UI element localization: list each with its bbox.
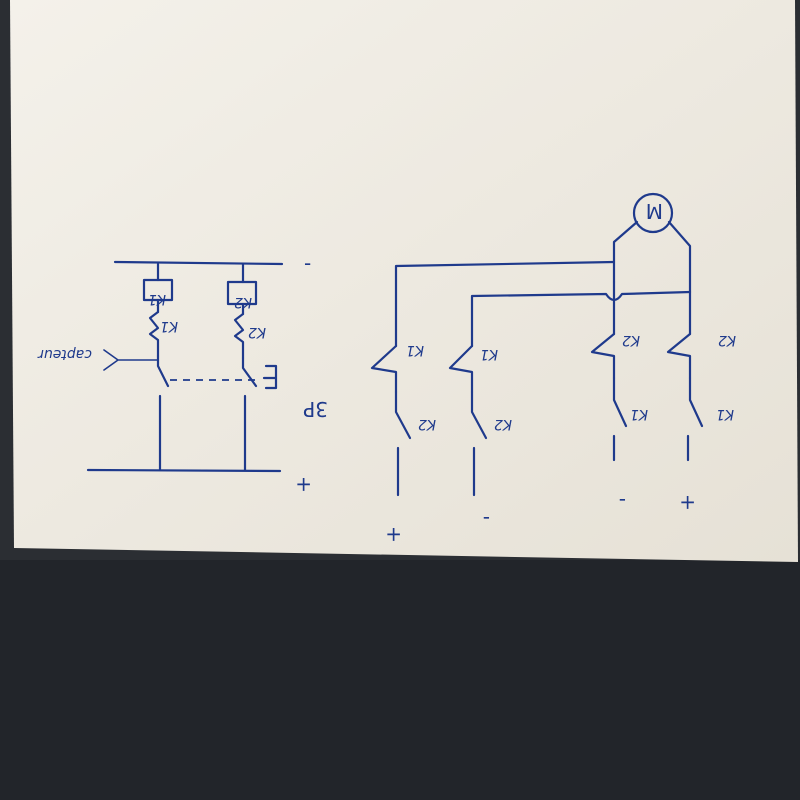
motor-lead-right [667,220,692,294]
power-circuit: M K1 K2 + K1 K2 - K2 [370,192,736,547]
contact-left-k2-label: K2 [248,324,266,340]
capteur-label: capteur [37,346,92,362]
coil-k1-label: K1 [148,291,166,307]
selector-label: 3P [303,397,328,421]
left-bus-negative [113,260,284,266]
bridge-column-2: K1 K2 - [448,344,512,531]
contact-k2-nc [233,312,245,360]
terminal-2-label: - [483,507,490,531]
motor-symbol [632,192,674,234]
bridge-upper-2-label: K1 [480,346,498,362]
capteur-input-line [103,349,159,371]
left-bus-positive [86,468,282,473]
contact-k1-nc [148,310,160,358]
bridge-lower-1-label: K2 [418,416,436,432]
motor-lead-left [612,220,639,284]
table-shadow-band [0,560,800,800]
bridge-upper-4-label: K2 [718,332,736,348]
wire-motor-to-col1 [394,260,616,348]
control-circuit: - K1 K1 capteur K2 K2 3P [37,251,328,497]
bridge-lower-3-label: K1 [630,406,648,422]
terminal-3-label: - [619,489,626,513]
terminal-1-label: + [385,523,402,547]
contact-left-k1-label: K1 [160,318,178,334]
bridge-column-1: K1 K2 + [370,342,436,547]
terminal-4-label: + [679,491,696,515]
coil-k2-label: K2 [234,294,252,310]
bridge-upper-1-label: K1 [406,342,424,358]
motor-label: M [646,199,663,223]
selector-handle [262,364,278,390]
bridge-lower-2-label: K2 [494,416,512,432]
bridge-lower-4-label: K1 [716,406,734,422]
bridge-column-3: K2 K1 - [590,332,648,513]
branch-k1-coil: K1 K1 [142,262,178,472]
branch-k2-coil: K2 K2 [226,262,266,472]
paper-sheet [10,0,798,562]
bridge-upper-3-label: K2 [622,332,640,348]
bridge-column-4: K2 K1 + [666,332,736,515]
left-bus-negative-label: - [304,251,311,275]
left-bus-positive-label: + [295,473,312,497]
